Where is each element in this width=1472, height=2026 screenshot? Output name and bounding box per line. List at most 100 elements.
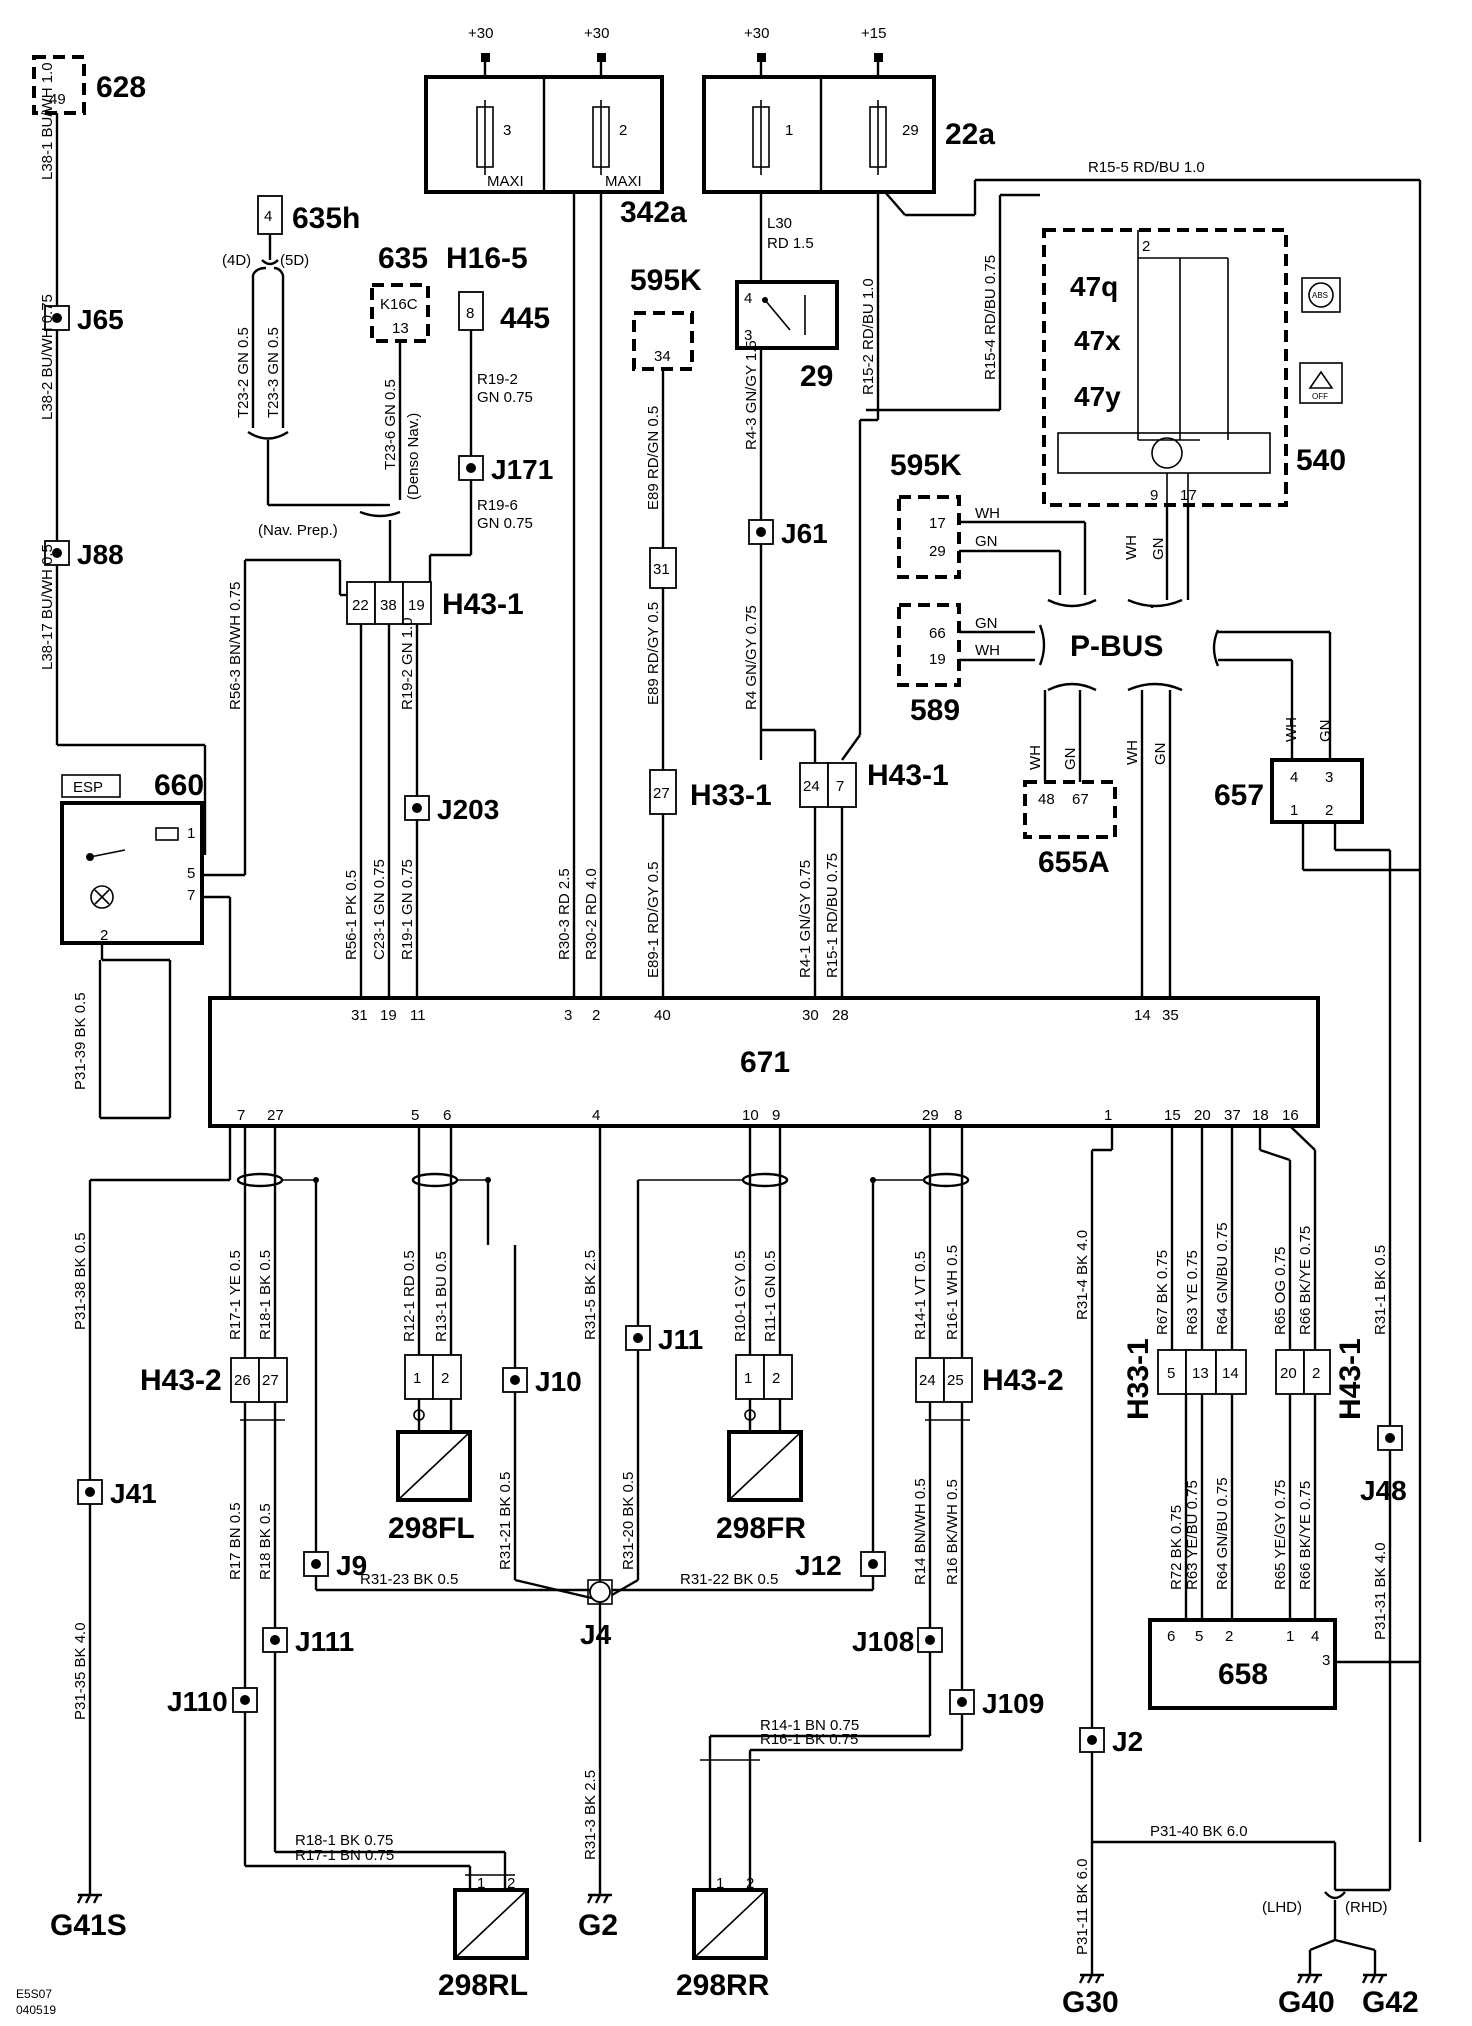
junction-j11: J11 [658, 1324, 703, 1355]
label-298rr: 298RR [676, 1969, 770, 2002]
wire-label-r10-1: R10-1 GY 0.5 [732, 1251, 749, 1342]
wire-label-r13-1: R13-1 BU 0.5 [433, 1251, 450, 1342]
label-595k: 595K [890, 449, 962, 482]
pin-7: 7 [187, 887, 195, 904]
wire-label-p31-39: P31-39 BK 0.5 [72, 992, 89, 1090]
pin-31: 31 [653, 561, 670, 578]
pin671-bottom-4: 4 [592, 1107, 600, 1124]
wire-label-e89-1: E89-1 RD/GY 0.5 [645, 862, 662, 978]
wire-label-r17: R17 BN 0.5 [227, 1502, 244, 1580]
j203-dot [412, 803, 422, 813]
wire-label-r4-3: R4-3 GN/GY 1.5 [743, 340, 760, 450]
label-628: 628 [96, 71, 146, 104]
wire-label-c23-1: C23-1 GN 0.75 [371, 859, 388, 960]
wire-label-r15-1: R15-1 RD/BU 0.75 [824, 853, 841, 978]
component-595k-top: 595K 34 [630, 264, 702, 371]
j65-dot [52, 313, 62, 323]
wire-label-r31-22: R31-22 BK 0.5 [680, 1571, 778, 1588]
pin-49: 49 [49, 91, 66, 108]
connector-h43-2-left: 26 27 H43-2 [140, 1357, 288, 1403]
junction-j4: J4 [580, 1619, 612, 1650]
pin-1: 1 [187, 825, 195, 842]
junction-j88: J88 [77, 539, 124, 570]
label-635h: 635h [292, 202, 360, 235]
pin-2: 2 [1142, 238, 1150, 255]
wire-label-wh: WH [1124, 740, 1141, 765]
label-298fr: 298FR [716, 1512, 806, 1545]
wire-label-l30b: RD 1.5 [767, 235, 814, 252]
wire-label-e89-mid: E89 RD/GY 0.5 [645, 602, 662, 705]
pin-6: 6 [1167, 1628, 1175, 1645]
wire-label-r31-21: R31-21 BK 0.5 [497, 1472, 514, 1570]
box-22a-label: 22a [945, 118, 995, 151]
connector-h43-1-bottom: 20 2 H43-1 [1275, 1338, 1367, 1420]
j2-dot [1087, 1735, 1097, 1745]
j11-dot [633, 1333, 643, 1343]
lamp-47x: 47x [1074, 325, 1121, 356]
supply-label-4: +15 [861, 25, 886, 42]
pin-2: 2 [772, 1370, 780, 1387]
connector-h42-5: 31 [649, 547, 677, 589]
supply-label-3: +30 [744, 25, 769, 42]
wire-label-r17-1b: R17-1 BN 0.75 [295, 1847, 394, 1864]
code-k16c: K16C [380, 296, 418, 313]
pin671-top-28: 28 [832, 1007, 849, 1024]
esp-tag: ESP [73, 779, 103, 796]
wire-label-r64: R64 GN/BU 0.75 [1214, 1222, 1231, 1335]
pin671-top-14: 14 [1134, 1007, 1151, 1024]
pin671-top-2: 2 [592, 1007, 600, 1024]
junction-j41: J41 [110, 1478, 157, 1509]
label-h43-1: H43-1 [1334, 1338, 1367, 1420]
box-342a-label: 342a [620, 196, 687, 229]
wire-label-p31-38: P31-38 BK 0.5 [72, 1232, 89, 1330]
component-595k-right: 595K 17 29 [890, 449, 962, 579]
wire-label-r31-1: R31-1 BK 0.5 [1372, 1245, 1389, 1335]
ground-g2: G2 [578, 1909, 618, 1942]
wire-label-r31-20: R31-20 BK 0.5 [620, 1472, 637, 1570]
j110-dot [240, 1695, 250, 1705]
fuse-3-type: MAXI [487, 173, 524, 190]
ground-symbols: G41S G2 G30 G40 G42 [50, 1893, 1419, 2019]
pin671-bottom-1: 1 [1104, 1107, 1112, 1124]
pin-9: 9 [1150, 487, 1158, 504]
wire-label-r66: R66 BK/YE 0.75 [1297, 1226, 1314, 1335]
label-h43-1: H43-1 [867, 759, 949, 792]
pin671-top-30: 30 [802, 1007, 819, 1024]
wire-label-r19-6a: R19-6 [477, 497, 518, 514]
label-h43-1: H43-1 [442, 588, 524, 621]
wire-label-t23-3: T23-3 GN 0.5 [265, 327, 282, 418]
label-29: 29 [800, 360, 833, 393]
component-660: ESP 660 1 5 7 2 [60, 769, 204, 945]
component-635: 635 K16C 13 [370, 242, 430, 343]
wire-label-r63b: R63 YE/BU 0.75 [1184, 1480, 1201, 1590]
pin-19: 19 [408, 597, 425, 614]
pin-7: 7 [836, 778, 844, 795]
wire-label-r30-2: R30-2 RD 4.0 [583, 868, 600, 960]
label-657: 657 [1214, 779, 1264, 812]
junctions: J65J88J171J203J61J41J10J11J9J111J110J4J1… [44, 304, 1407, 1757]
wire-label-r65b: R65 YE/GY 0.75 [1272, 1480, 1289, 1590]
wire-label-r18-1b: R18-1 BK 0.75 [295, 1832, 393, 1849]
wire-label-gn: GN [1152, 743, 1169, 766]
pin-48: 48 [1038, 791, 1055, 808]
pin-20: 20 [1280, 1365, 1297, 1382]
pin-24: 24 [919, 1372, 936, 1389]
pin671-top-35: 35 [1162, 1007, 1179, 1024]
wire-label-r19-1: R19-1 GN 0.75 [399, 859, 416, 960]
sensor-298fl: 1 2 298FL [388, 1354, 475, 1545]
pin-38: 38 [380, 597, 397, 614]
pin-17: 17 [929, 515, 946, 532]
wire-label-r66b: R66 BK/YE 0.75 [1297, 1481, 1314, 1590]
j111-dot [270, 1635, 280, 1645]
sensor-298rl: 1 2 298RL [438, 1875, 529, 2002]
label-671: 671 [740, 1046, 790, 1079]
abs-icon: ABS [1301, 277, 1341, 313]
junction-j108: J108 [852, 1626, 914, 1657]
connector-h33-1-bottom: 5 13 14 H33-1 [1122, 1338, 1247, 1420]
wire-label-wh: WH [975, 505, 1000, 522]
pin-27: 27 [653, 785, 670, 802]
label-655a: 655A [1038, 846, 1110, 879]
wire-label-p31-40: P31-40 BK 6.0 [1150, 1823, 1248, 1840]
